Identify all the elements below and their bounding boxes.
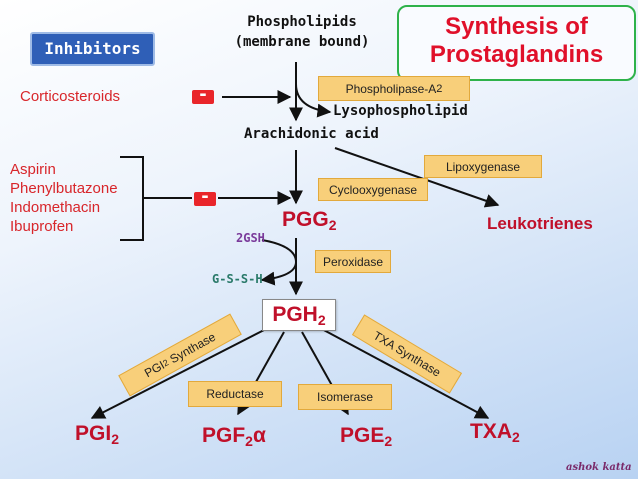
drug-indomethacin: Indomethacin — [10, 199, 101, 216]
pgf2a-suffix: α — [252, 424, 266, 447]
drug-ibuprofen: Ibuprofen — [10, 218, 74, 235]
pge2-base: PGE — [340, 424, 385, 447]
title-line-2: Prostaglandins — [429, 41, 604, 68]
pgi2-base: PGI — [75, 422, 112, 445]
phospholipids-label: Phospholipids (membrane bound) — [222, 12, 382, 52]
enzyme-cyclooxygenase: Cyclooxygenase — [318, 178, 428, 201]
pgg2-label: PGG2 — [282, 208, 336, 233]
product-txa2: TXA2 — [470, 420, 520, 445]
product-pge2: PGE2 — [340, 424, 392, 449]
minus-icon: - — [192, 86, 214, 104]
pgg2-base: PGG — [282, 208, 329, 231]
cofactor-gssh: G-S-S-H — [212, 272, 263, 286]
cofactor-2gsh: 2GSH — [236, 231, 265, 245]
phospholipids-line-2: (membrane bound) — [234, 34, 370, 50]
enzyme-lipoxygenase: Lipoxygenase — [424, 155, 542, 178]
pgi2-sub: 2 — [111, 431, 119, 447]
arachidonic-acid-label: Arachidonic acid — [244, 126, 379, 142]
drug-list-nsaids: Aspirin Phenylbutazone Indomethacin Ibup… — [10, 160, 118, 236]
pgf2a-sub: 2 — [245, 433, 253, 449]
enzyme-phospholipase-base: Phospholipase-A — [345, 81, 437, 96]
pge2-sub: 2 — [384, 433, 393, 449]
pgf2a-base: PGF — [202, 424, 246, 447]
product-pgf2a: PGF2α — [202, 424, 266, 449]
pgh2-label: PGH2 — [262, 299, 336, 331]
minus-symbol-2: - — [201, 186, 209, 207]
drug-phenylbutazone: Phenylbutazone — [10, 180, 118, 197]
enzyme-phospholipase-sub: 2 — [436, 82, 443, 95]
txa2-base: TXA — [470, 420, 512, 443]
minus-icon: - — [194, 188, 216, 206]
title-box: Synthesis of Prostaglandins — [397, 5, 636, 81]
drug-aspirin: Aspirin — [10, 161, 56, 178]
minus-symbol-1: - — [199, 84, 207, 105]
pgg2-sub: 2 — [328, 217, 337, 233]
enzyme-reductase: Reductase — [188, 381, 282, 407]
enzyme-peroxidase: Peroxidase — [315, 250, 391, 273]
txa2-sub: 2 — [512, 429, 520, 445]
inhibitors-label-text: Inhibitors — [44, 39, 141, 58]
pgh2-base: PGH — [272, 303, 318, 326]
lysophospholipid-label: Lysophospholipid — [333, 103, 468, 119]
drug-corticosteroids: Corticosteroids — [20, 88, 121, 105]
title-line-1: Synthesis of — [445, 13, 588, 40]
pgh2-sub: 2 — [317, 312, 326, 328]
phospholipids-line-1: Phospholipids — [247, 14, 357, 30]
product-pgi2: PGI2 — [75, 422, 119, 447]
leukotrienes-label: Leukotrienes — [487, 214, 593, 233]
signature: ashok katta — [566, 462, 632, 473]
inhibitors-label: Inhibitors — [30, 32, 155, 66]
enzyme-isomerase: Isomerase — [298, 384, 392, 410]
